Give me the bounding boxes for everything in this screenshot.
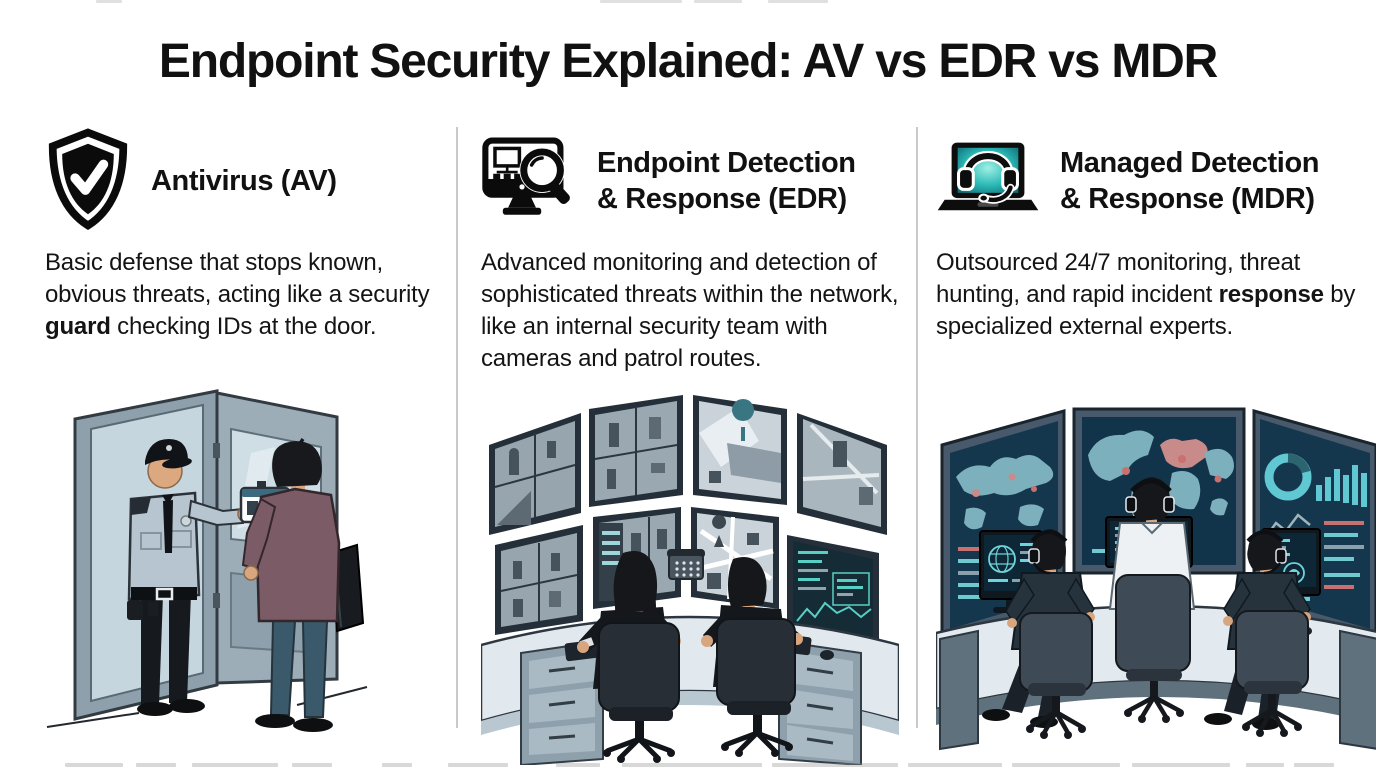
av-header: Antivirus (AV) bbox=[45, 125, 437, 237]
illustration-guard-checking-id bbox=[45, 381, 437, 768]
analyst-left bbox=[577, 551, 681, 763]
laptop-headset-icon bbox=[936, 134, 1040, 229]
map-monitor bbox=[797, 413, 887, 535]
av-title: Antivirus (AV) bbox=[151, 165, 337, 197]
cctv-monitor bbox=[495, 525, 583, 635]
page-title: Endpoint Security Explained: AV vs EDR v… bbox=[158, 35, 1218, 88]
cctv-monitor bbox=[489, 413, 581, 535]
column-av: Antivirus (AV) Basic defense that stops … bbox=[45, 125, 437, 732]
analyst-right bbox=[701, 557, 803, 757]
cropped-text-remnant-bottom bbox=[0, 763, 1376, 768]
shield-check-icon bbox=[45, 127, 131, 236]
cropped-text-remnant-top bbox=[0, 0, 1376, 4]
illustration-soc-cctv-wall bbox=[479, 383, 901, 768]
column-mdr: Managed Detection & Response (MDR) Outso… bbox=[934, 125, 1376, 751]
edr-title: Endpoint Detection & Response (EDR) bbox=[597, 147, 856, 215]
control-desk bbox=[479, 615, 901, 767]
av-description: Basic defense that stops known, obvious … bbox=[45, 249, 430, 340]
mdr-description: Outsourced 24/7 monitoring, threat hunti… bbox=[936, 249, 1356, 340]
visitor bbox=[241, 441, 365, 732]
desk-phone bbox=[667, 549, 705, 580]
mdr-header: Managed Detection & Response (MDR) bbox=[936, 125, 1362, 237]
mdr-title: Managed Detection & Response (MDR) bbox=[1060, 147, 1320, 215]
edr-header: Endpoint Detection & Response (EDR) bbox=[481, 125, 899, 237]
column-edr: Endpoint Detection & Response (EDR) Adva… bbox=[479, 125, 901, 767]
map-monitor bbox=[693, 395, 787, 505]
monitor-magnifier-icon bbox=[481, 134, 577, 229]
column-divider bbox=[456, 127, 458, 728]
column-divider bbox=[916, 127, 918, 728]
cctv-monitor bbox=[589, 395, 683, 507]
illustration-global-soc bbox=[934, 381, 1376, 768]
analyst-left bbox=[982, 529, 1095, 739]
analyst-right bbox=[1204, 529, 1311, 737]
edr-description: Advanced monitoring and detection of sop… bbox=[481, 249, 899, 372]
analyst-center bbox=[1108, 477, 1196, 723]
security-guard bbox=[127, 439, 255, 716]
